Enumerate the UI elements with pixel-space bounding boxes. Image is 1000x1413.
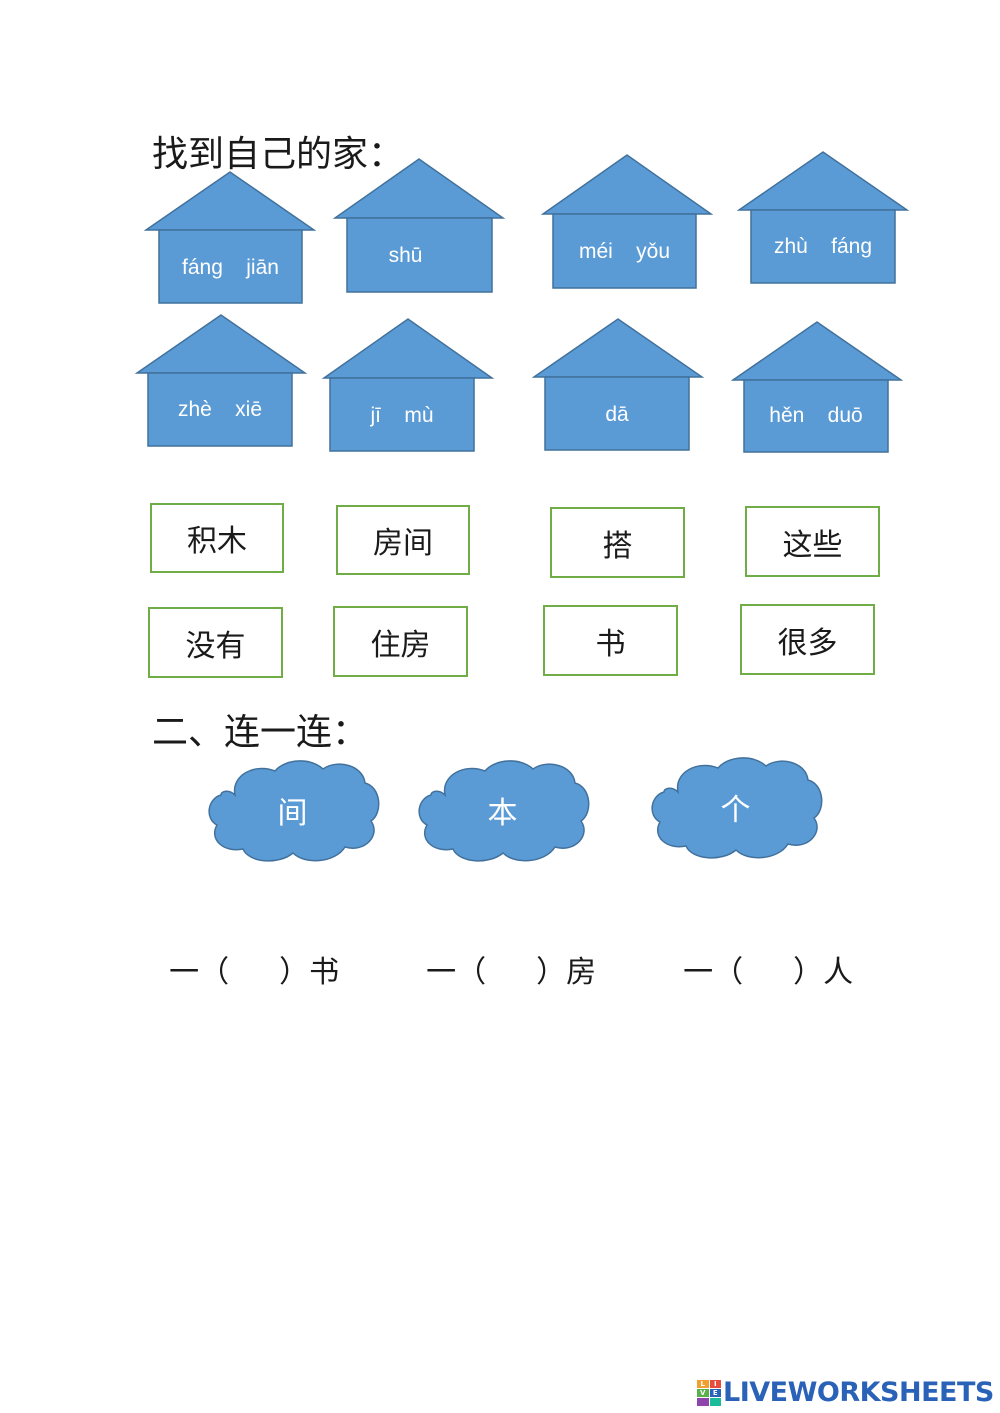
logo-letter: I (709, 1379, 721, 1388)
logo-letter: V (697, 1388, 709, 1397)
cloud-ben[interactable]: 本 (415, 755, 590, 865)
phrase-ren: 一（ ）人 (664, 912, 853, 991)
house-pinyin: hěn duō (769, 404, 863, 427)
house-icon (144, 171, 316, 304)
liveworksheets-brand: L I V E LIVEWORKSHEETS (697, 1377, 994, 1408)
brand-text: LIVEWORKSHEETS (723, 1377, 994, 1408)
house-icon (737, 151, 909, 284)
house-4: zhù fáng (737, 151, 909, 285)
house-pinyin: jī mù (370, 404, 434, 427)
logo-letter: E (709, 1388, 721, 1397)
section-title-find-home: 找到自己的家： (152, 134, 405, 175)
word-box-jimu[interactable]: 积木 (150, 503, 284, 573)
phrase-shu: 一（ ）书 (150, 912, 339, 991)
word-box-da[interactable]: 搭 (550, 507, 685, 578)
cloud-label: 本 (487, 796, 518, 831)
phrase-prefix: 一（ (683, 955, 744, 990)
cloud-label: 间 (277, 796, 308, 831)
house-icon (731, 321, 903, 453)
logo-letter: L (697, 1379, 709, 1388)
house-icon (135, 314, 307, 447)
cloud-icon (418, 760, 590, 862)
word-box-meiyou[interactable]: 没有 (148, 607, 283, 678)
house-icon (532, 318, 704, 451)
cloud-ge[interactable]: 个 (648, 752, 823, 862)
liveworksheets-logo-icon: L I V E (697, 1379, 721, 1406)
phrase-suffix: ）房 (536, 955, 597, 990)
word-box-zhufang[interactable]: 住房 (333, 606, 468, 677)
house-pinyin: fáng jiān (182, 256, 279, 279)
word-box-fangjian[interactable]: 房间 (336, 505, 470, 575)
phrase-prefix: 一（ (169, 955, 230, 990)
house-pinyin: dā (605, 403, 629, 426)
house-5: zhè xiē (135, 314, 307, 448)
house-pinyin: zhù fáng (773, 235, 873, 258)
phrase-fang: 一（ ）房 (407, 912, 596, 991)
house-icon (541, 154, 713, 289)
phrase-suffix: ）书 (279, 955, 340, 990)
house-icon (322, 318, 494, 452)
house-pinyin: zhè xiē (177, 398, 263, 421)
word-box-henduo[interactable]: 很多 (740, 604, 875, 675)
cloud-icon (651, 757, 823, 859)
cloud-jian[interactable]: 间 (205, 755, 380, 865)
house-pinyin: méi yǒu (578, 240, 671, 263)
cloud-icon (208, 760, 380, 862)
house-8: hěn duō (731, 321, 903, 454)
phrase-prefix: 一（ (426, 955, 487, 990)
house-pinyin: shū (388, 244, 423, 267)
phrase-suffix: ）人 (793, 955, 854, 990)
house-1: fáng jiān (144, 171, 316, 305)
word-box-shu[interactable]: 书 (543, 605, 678, 676)
house-icon (333, 158, 505, 293)
house-6: jī mù (322, 318, 494, 453)
house-2: shū (333, 158, 505, 294)
word-box-zhexie[interactable]: 这些 (745, 506, 880, 577)
house-3: méi yǒu (541, 154, 713, 290)
house-7: dā (532, 318, 704, 452)
cloud-label: 个 (720, 793, 751, 828)
section-title-match: 二、连一连： (152, 712, 369, 753)
